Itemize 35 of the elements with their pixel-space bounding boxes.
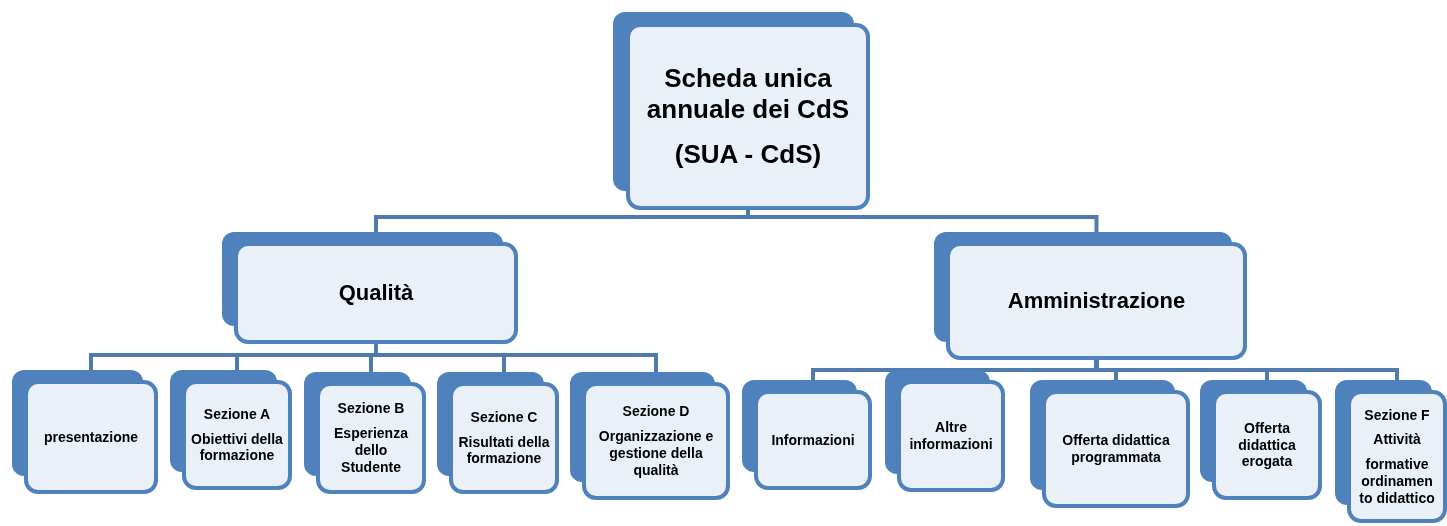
box-text: Qualità [338,279,414,307]
section-box [570,372,730,500]
section-box [1200,380,1322,500]
box-text: Attività [1373,431,1421,449]
section-box [437,372,559,494]
box-heading: Sezione F [1364,406,1430,424]
box-text: Amministrazione [1007,287,1186,315]
box-text: Offerta didattica erogata [1237,419,1297,471]
box-text: Obiettivi della formazione [190,430,284,465]
box-text: Organizzazione e gestione della qualità [597,428,715,479]
section-box [12,370,158,494]
section-box [1335,380,1447,523]
section-box [885,370,1005,492]
section-box [170,370,292,490]
connector-line [374,344,658,372]
box-text: Esperienza dello Studente [333,425,409,476]
box-heading: Scheda unica annuale dei CdS [645,62,851,126]
category-box [934,232,1247,360]
box-text: (SUA - CdS) [674,139,822,171]
box-heading: Sezione B [337,400,405,418]
section-box [1030,380,1190,508]
box-heading: Sezione A [203,405,271,423]
box-text: Offerta didattica programmata [1061,432,1171,466]
box-text: formative ordinamen to didattico [1358,456,1436,507]
box-text: presentazione [43,428,139,446]
box-text: Altre informazioni [908,419,994,453]
root-box [613,12,870,210]
box-heading: Sezione C [470,408,538,426]
category-box [222,232,518,344]
connector-line [1094,360,1399,380]
box-text: Risultati della formazione [457,433,551,468]
section-box [304,372,426,494]
box-heading: Sezione D [622,403,690,421]
box-text: Informazioni [771,431,855,449]
section-box [742,380,872,490]
